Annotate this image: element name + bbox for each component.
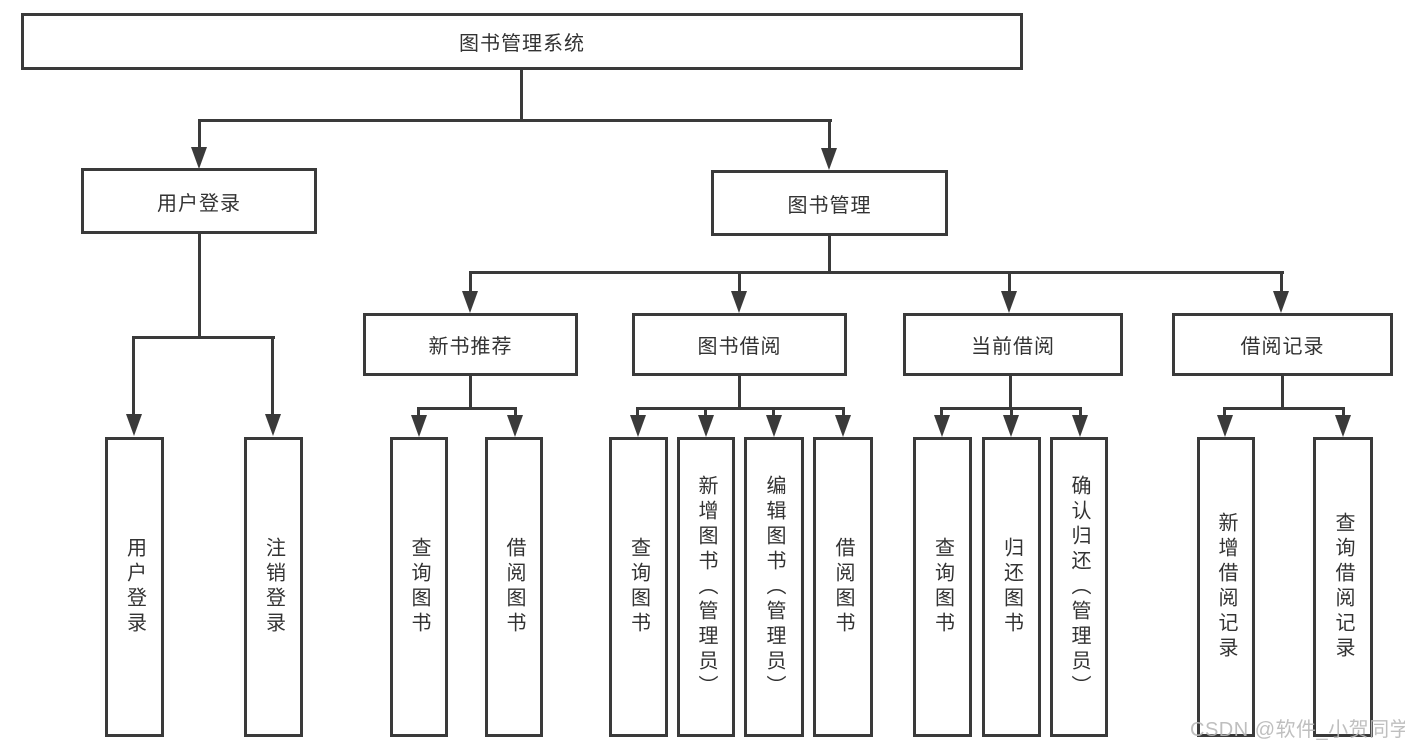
connector-leaf-shaft <box>940 407 943 419</box>
leaf-user-login: 用户登录 <box>105 437 164 737</box>
connector-leaf-shaft <box>514 407 517 419</box>
connector-user-login-shaft <box>198 119 201 149</box>
arrow-down-icon <box>462 291 478 313</box>
connector-group-stem <box>1009 376 1012 410</box>
connector-group-stem <box>469 376 472 410</box>
connector-group-branch <box>1223 407 1345 410</box>
leaf-edit-book-admin-label: 编辑图书（管理员） <box>763 474 785 700</box>
node-library-system: 图书管理系统 <box>21 13 1023 70</box>
arrow-down-icon <box>934 415 950 437</box>
leaf-borrow-books-recommend-label: 借阅图书 <box>503 537 525 637</box>
leaf-return-books: 归还图书 <box>982 437 1041 737</box>
leaf-confirm-return-admin-label: 确认归还（管理员） <box>1068 474 1090 700</box>
connector-group-branch <box>636 407 845 410</box>
arrow-down-icon <box>821 148 837 170</box>
connector-leaf-shaft <box>1010 407 1013 419</box>
connector-user-login-branch <box>133 336 275 339</box>
node-borrowing-records: 借阅记录 <box>1172 313 1393 376</box>
csdn-watermark: CSDN @软件_小贺同学 <box>1190 719 1405 741</box>
leaf-borrow-books-recommend: 借阅图书 <box>485 437 543 737</box>
leaf-query-books-current: 查询图书 <box>913 437 972 737</box>
leaf-return-books-label: 归还图书 <box>1000 537 1023 637</box>
connector-group-stem <box>738 376 741 410</box>
leaf-query-books-borrowing: 查询图书 <box>609 437 668 737</box>
arrow-down-icon <box>507 415 523 437</box>
arrow-down-icon <box>1217 415 1233 437</box>
node-borrowing-records-label: 借阅记录 <box>1240 336 1325 358</box>
leaf-query-books-borrowing-label: 查询图书 <box>627 537 650 637</box>
arrow-down-icon <box>411 415 427 437</box>
connector-book-mgmt-stem <box>828 236 831 274</box>
node-new-book-recommendation-label: 新书推荐 <box>428 336 513 358</box>
node-current-borrowing: 当前借阅 <box>903 313 1123 376</box>
connector-leaf-shaft <box>1223 407 1226 419</box>
connector-leaf-shaft <box>1079 407 1082 419</box>
arrow-down-icon <box>1273 291 1289 313</box>
leaf-add-borrow-record-label: 新增借阅记录 <box>1215 512 1237 662</box>
connector-leaf-shaft <box>842 407 845 419</box>
connector-root-stem <box>520 70 523 122</box>
leaf-user-login-label: 用户登录 <box>123 537 146 637</box>
connector-group-stem <box>1281 376 1284 410</box>
node-book-borrowing-label: 图书借阅 <box>697 336 782 358</box>
leaf-add-borrow-record: 新增借阅记录 <box>1197 437 1255 737</box>
node-user-login-label: 用户登录 <box>157 192 241 215</box>
leaf-logout-label: 注销登录 <box>262 537 285 637</box>
connector-level3-shaft <box>1008 271 1011 295</box>
arrow-down-icon <box>835 415 851 437</box>
leaf-query-books-recommend-label: 查询图书 <box>408 537 430 637</box>
connector-book-mgmt-shaft <box>828 119 831 150</box>
connector-root-branch <box>198 119 832 122</box>
arrow-down-icon <box>265 414 281 436</box>
arrow-down-icon <box>1003 415 1019 437</box>
connector-leaf-shaft <box>704 407 707 419</box>
node-book-borrowing: 图书借阅 <box>632 313 847 376</box>
leaf-borrow-books: 借阅图书 <box>813 437 873 737</box>
connector-leaf-shaft <box>132 336 135 415</box>
connector-user-login-stem <box>198 234 201 339</box>
connector-group-branch <box>417 407 517 410</box>
connector-leaf-shaft <box>772 407 775 419</box>
leaf-query-borrow-record-label: 查询借阅记录 <box>1332 512 1354 662</box>
connector-level3-shaft <box>469 271 472 295</box>
arrow-down-icon <box>630 415 646 437</box>
arrow-down-icon <box>191 147 207 169</box>
node-current-borrowing-label: 当前借阅 <box>971 336 1055 358</box>
arrow-down-icon <box>766 415 782 437</box>
node-library-system-label: 图书管理系统 <box>459 33 585 55</box>
node-book-management-label: 图书管理 <box>787 194 872 217</box>
leaf-edit-book-admin: 编辑图书（管理员） <box>744 437 804 737</box>
connector-book-mgmt-branch <box>469 271 1284 274</box>
node-book-management: 图书管理 <box>711 170 948 236</box>
leaf-add-book-admin-label: 新增图书（管理员） <box>695 474 717 700</box>
leaf-query-borrow-record: 查询借阅记录 <box>1313 437 1373 737</box>
leaf-query-books-recommend: 查询图书 <box>390 437 448 737</box>
node-new-book-recommendation: 新书推荐 <box>363 313 578 376</box>
leaf-add-book-admin: 新增图书（管理员） <box>677 437 735 737</box>
leaf-borrow-books-label: 借阅图书 <box>832 537 854 637</box>
arrow-down-icon <box>698 415 714 437</box>
leaf-confirm-return-admin: 确认归还（管理员） <box>1050 437 1108 737</box>
connector-leaf-shaft <box>417 407 420 419</box>
arrow-down-icon <box>1072 415 1088 437</box>
node-user-login: 用户登录 <box>81 168 317 234</box>
arrow-down-icon <box>731 291 747 313</box>
connector-leaf-shaft <box>1342 407 1345 419</box>
connector-leaf-shaft <box>271 336 274 415</box>
arrow-down-icon <box>126 414 142 436</box>
leaf-logout: 注销登录 <box>244 437 303 737</box>
leaf-query-books-current-label: 查询图书 <box>931 537 954 637</box>
arrow-down-icon <box>1001 291 1017 313</box>
connector-leaf-shaft <box>636 407 639 419</box>
connector-level3-shaft <box>1280 271 1283 295</box>
connector-level3-shaft <box>738 271 741 295</box>
arrow-down-icon <box>1335 415 1351 437</box>
